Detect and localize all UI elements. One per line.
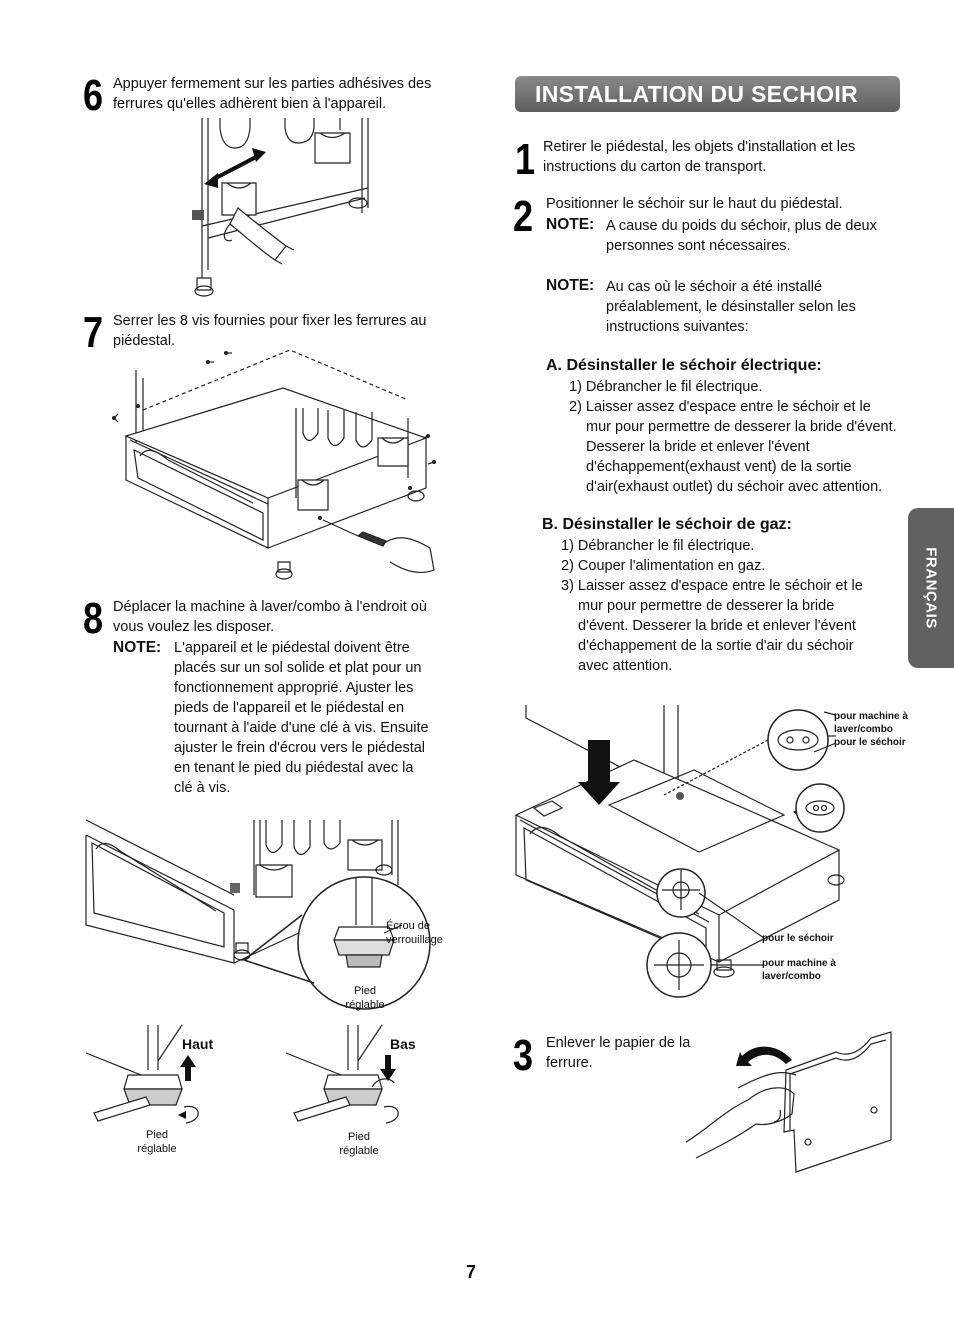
step-2-text: Positionner le séchoir sur le haut du pi… — [546, 196, 843, 212]
page-number: 7 — [466, 1262, 477, 1282]
step-8-note-text: L'appareil et le piédestal doivent être … — [174, 638, 429, 798]
adjustable-foot-left-label: Pied réglable — [122, 1128, 192, 1156]
step-7-line-2: piédestal. — [113, 333, 176, 349]
step-3-text: Enlever le papier de la ferrure. — [546, 1033, 690, 1073]
step-2-note-text: A cause du poids du séchoir, plus de deu… — [606, 216, 877, 256]
step-6-illustration — [192, 118, 380, 298]
bottom-washer-label-line: pour machine à — [762, 958, 836, 969]
step-2-note-label: NOTE: — [546, 216, 595, 233]
step-8-note-line: clé à vis. — [174, 780, 231, 796]
step-8-note-line: pieds de l'appareil et le piédestal en — [174, 700, 405, 716]
step-1-line-2: instructions du carton de transport. — [543, 159, 767, 175]
step-2-note-line: personnes sont nécessaires. — [606, 238, 791, 254]
step-8-note-line: L'appareil et le piédestal doivent être — [174, 640, 410, 656]
section-a-item: 2) Laisser assez d'espace entre le sécho… — [569, 399, 897, 495]
bottom-dryer-label: pour le séchoir — [762, 933, 834, 944]
step-1-text: Retirer le piédestal, les objets d'insta… — [543, 137, 855, 177]
section-b-heading: B. Désinstaller le séchoir de gaz: — [542, 516, 792, 533]
lock-nut-label-line: verrouillage — [386, 934, 443, 946]
step-7-number: 7 — [83, 308, 104, 357]
step-3-line-1: Enlever le papier de la — [546, 1035, 691, 1051]
top-washer-label-line: laver/combo — [834, 724, 893, 735]
top-dryer-label: pour le séchoir — [834, 737, 906, 748]
step-6-line-2: ferrures qu'elles adhèrent bien à l'appa… — [113, 96, 387, 112]
step-7-illustration — [112, 348, 436, 583]
step-2-number: 2 — [513, 192, 534, 241]
section-title: INSTALLATION DU SECHOIR — [515, 76, 900, 112]
section-a-list: 1) Débrancher le fil électrique. 2) Lais… — [569, 377, 899, 497]
note-line: préalablement, le désinstaller selon les — [606, 299, 856, 315]
step-8-line-1: Déplacer la machine à laver/combo à l'en… — [113, 599, 427, 615]
haut-label: Haut — [182, 1036, 214, 1052]
lock-nut-label: Écrou de verrouillage — [386, 919, 443, 947]
step-8-note-line: fonctionnement approprié. Ajuster les — [174, 680, 414, 696]
step-8-number: 8 — [83, 594, 104, 643]
section-b-item: 2) Couper l'alimentation en gaz. — [561, 558, 766, 574]
section-a-item: 1) Débrancher le fil électrique. — [569, 379, 763, 395]
step-2-note-line: A cause du poids du séchoir, plus de deu… — [606, 218, 877, 234]
step-8-note-line: placés sur un sol solide et plat pour un — [174, 660, 422, 676]
note-line: instructions suivantes: — [606, 319, 749, 335]
language-tab-label: FRANÇAIS — [922, 547, 940, 629]
step-8-text: Déplacer la machine à laver/combo à l'en… — [113, 597, 427, 637]
language-tab: FRANÇAIS — [908, 508, 954, 668]
top-washer-label: pour machine à laver/combo — [834, 710, 908, 736]
step-3-number: 3 — [513, 1031, 534, 1080]
step-6-text: Appuyer fermement sur les parties adhési… — [113, 74, 431, 114]
step-3-line-2: ferrure. — [546, 1055, 593, 1071]
step-6-line-1: Appuyer fermement sur les parties adhési… — [113, 76, 432, 92]
adjustable-foot-right-label: Pied réglable — [324, 1130, 394, 1158]
section-b-item: 3) Laisser assez d'espace entre le sécho… — [561, 578, 863, 674]
step-8-note-line: en tenant le pied du piédestal avec la — [174, 760, 414, 776]
wrench-down-illustration — [286, 1025, 426, 1125]
step-8-pedestal-illustration — [84, 815, 456, 1015]
step-8-note-line: ajuster le frein d'écrou vers le piédest… — [174, 740, 426, 756]
step-8-note-label: NOTE: — [113, 639, 162, 656]
step-3-illustration — [686, 1030, 896, 1180]
adjustable-foot-label: Pied réglable — [330, 984, 400, 1012]
dryer-on-pedestal-illustration — [514, 700, 854, 1000]
note-text: Au cas où le séchoir a été installé préa… — [606, 277, 856, 337]
bottom-washer-label-line: laver/combo — [762, 971, 821, 982]
step-7-text: Serrer les 8 vis fournies pour fixer les… — [113, 311, 427, 351]
step-1-line-1: Retirer le piédestal, les objets d'insta… — [543, 139, 856, 155]
section-a-heading: A. Désinstaller le séchoir électrique: — [546, 357, 822, 374]
step-8-note-line: tournant à l'aide d'une clé à vis. Ensui… — [174, 720, 429, 736]
bottom-washer-label: pour machine à laver/combo — [762, 957, 836, 983]
lock-nut-label-line: Écrou de — [386, 920, 431, 932]
adjustable-foot-left-line: réglable — [137, 1143, 177, 1155]
note-label: NOTE: — [546, 277, 595, 294]
note-line: Au cas où le séchoir a été installé — [606, 279, 823, 295]
step-7-line-1: Serrer les 8 vis fournies pour fixer les… — [113, 313, 427, 329]
adjustable-foot-label-line: réglable — [345, 999, 385, 1011]
step-6-number: 6 — [83, 71, 104, 120]
adjustable-foot-right-line: Pied — [347, 1131, 371, 1143]
wrench-up-illustration — [86, 1025, 226, 1125]
adjustable-foot-label-line: Pied — [353, 985, 377, 997]
adjustable-foot-right-line: réglable — [339, 1145, 379, 1157]
section-b-list: 1) Débrancher le fil électrique. 2) Coup… — [561, 536, 879, 676]
bas-label: Bas — [390, 1036, 416, 1052]
step-1-number: 1 — [515, 135, 536, 184]
step-8-line-2: vous voulez les disposer. — [113, 619, 275, 635]
adjustable-foot-left-line: Pied — [145, 1129, 169, 1141]
section-b-item: 1) Débrancher le fil électrique. — [561, 538, 755, 554]
top-washer-label-line: pour machine à — [834, 711, 908, 722]
